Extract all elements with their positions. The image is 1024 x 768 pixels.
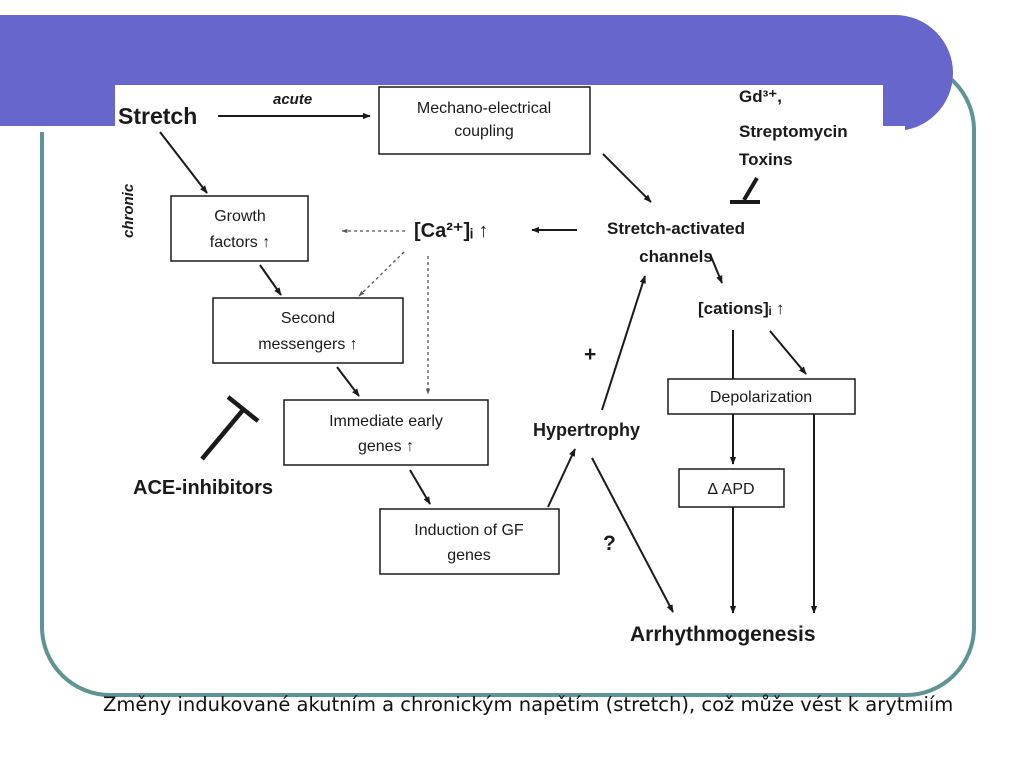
second-label-2: messengers ↑: [258, 336, 358, 353]
apd-box: [678, 468, 785, 508]
arrow-sac-cations: [709, 253, 723, 284]
arrow-gf-hypertrophy: [547, 448, 576, 508]
arrow-cations-right: [769, 330, 807, 375]
blockers-label-1: Gd³⁺,: [739, 87, 782, 106]
question-mark: ?: [603, 532, 616, 555]
inhibit-ace-bar: [226, 395, 260, 423]
ieg-label-2: genes ↑: [358, 438, 414, 455]
gf-genes-label-2: genes: [447, 547, 491, 564]
acute-label: acute: [273, 91, 312, 108]
hypertrophy-label: Hypertrophy: [533, 420, 640, 440]
arrow-ieg-gf: [409, 469, 431, 505]
calcium-label: [Ca²⁺]ᵢ ↑: [414, 220, 488, 242]
sac-label-2: channels: [639, 247, 713, 266]
ace-inhibitors-label: ACE-inhibitors: [133, 477, 273, 499]
blockers-label-3: Toxins: [739, 150, 793, 169]
immediate-early-genes-box: [283, 399, 489, 466]
sac-label-1: Stretch-activated: [607, 219, 745, 238]
growth-label-1: Growth: [214, 208, 266, 225]
depolarization-box: [667, 378, 856, 415]
arrow-growth-second: [259, 264, 282, 296]
arrow-mechano-sac: [602, 153, 652, 203]
blockers-label-2: Streptomycin: [739, 122, 848, 141]
mechano-label-1: Mechano-electrical: [417, 100, 551, 117]
dotted-calcium-second: [358, 251, 405, 297]
cations-label: [cations]ᵢ ↑: [698, 299, 784, 318]
second-label-1: Second: [281, 310, 335, 327]
arrow-stretch-growth: [159, 131, 208, 194]
arrow-hypertrophy-arrhythmo: [591, 457, 674, 613]
gf-genes-box: [379, 508, 560, 575]
gf-genes-label-1: Induction of GF: [414, 522, 524, 539]
growth-label-2: factors ↑: [210, 234, 270, 251]
arrow-hypertrophy-sac: [601, 275, 646, 411]
plus-sign: +: [584, 343, 596, 366]
apd-label: Δ APD: [707, 481, 754, 498]
growth-factors-box: [170, 195, 309, 262]
second-messengers-box: [212, 297, 404, 364]
mechano-label-2: coupling: [454, 123, 514, 140]
slide-caption: Změny indukované akutním a chronickým na…: [103, 693, 954, 716]
stretch-label: Stretch: [118, 103, 197, 129]
arrow-second-ieg: [336, 366, 360, 397]
mechano-box: [378, 86, 591, 155]
arrhythmogenesis-label: Arrhythmogenesis: [630, 623, 816, 646]
figure-panel: [115, 85, 883, 665]
inhibit-ace-stem: [200, 408, 245, 461]
chronic-label: chronic: [120, 183, 137, 238]
depolarization-label: Depolarization: [710, 389, 812, 406]
ieg-label-1: Immediate early: [329, 413, 443, 430]
inhibit-blockers-sac-stem: [742, 176, 759, 202]
